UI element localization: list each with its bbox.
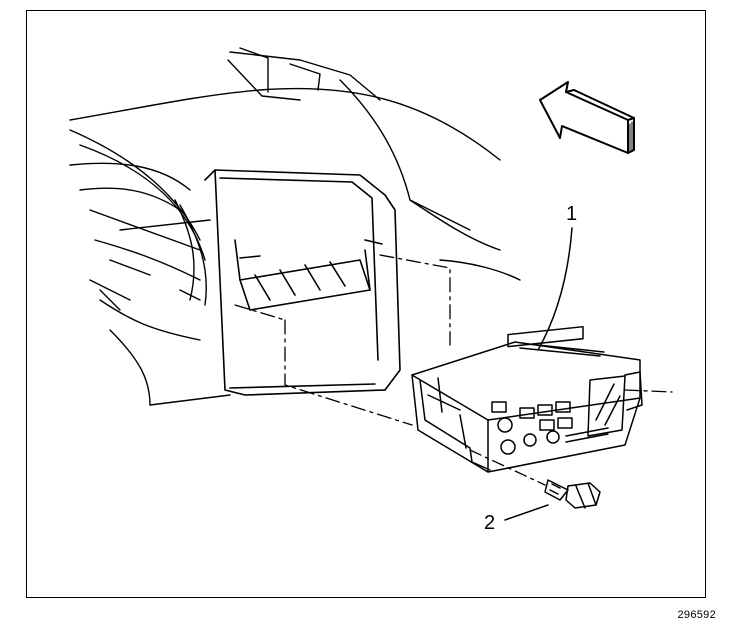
forward-arrow-icon	[539, 81, 635, 154]
figure-id: 296592	[677, 609, 716, 621]
instrument-panel	[69, 47, 521, 406]
diagram-frame	[26, 10, 706, 598]
mounting-bolt	[469, 449, 601, 509]
callout-2-label: 2	[484, 512, 496, 534]
callout-leaders	[504, 227, 573, 521]
installation-guide-lines	[234, 254, 673, 426]
radio-receiver	[411, 325, 643, 473]
radio-opening	[204, 169, 401, 396]
callout-1-label: 1	[566, 203, 578, 225]
